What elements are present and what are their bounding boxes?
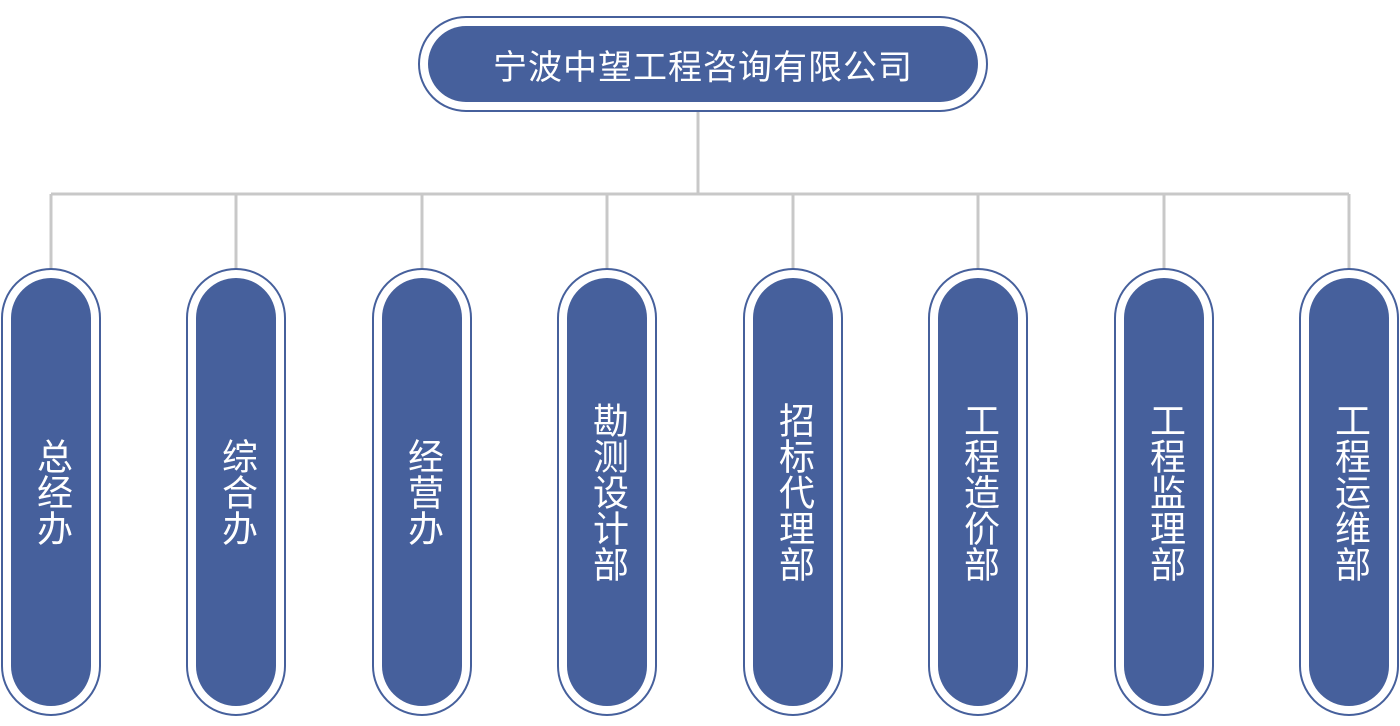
department-label: 勘测设计部 (587, 402, 628, 582)
department-node-body: 总经办 (11, 278, 91, 706)
department-label: 工程监理部 (1144, 402, 1185, 582)
department-label: 总经办 (31, 438, 72, 546)
department-node-3: 经营办 (372, 268, 472, 716)
department-node-body: 招标代理部 (753, 278, 833, 706)
department-node-6: 工程造价部 (928, 268, 1028, 716)
root-node-label: 宁波中望工程咨询有限公司 (493, 47, 913, 88)
root-node-body: 宁波中望工程咨询有限公司 (428, 26, 978, 102)
department-node-body: 工程监理部 (1124, 278, 1204, 706)
department-node-body: 工程运维部 (1309, 278, 1389, 706)
department-label: 经营办 (402, 438, 443, 546)
department-node-body: 综合办 (196, 278, 276, 706)
department-label: 工程造价部 (958, 402, 999, 582)
department-node-body: 勘测设计部 (567, 278, 647, 706)
department-node-8: 工程运维部 (1299, 268, 1399, 716)
department-node-body: 工程造价部 (938, 278, 1018, 706)
department-node-7: 工程监理部 (1114, 268, 1214, 716)
department-node-1: 总经办 (1, 268, 101, 716)
department-label: 招标代理部 (773, 402, 814, 582)
department-label: 工程运维部 (1329, 402, 1370, 582)
department-node-body: 经营办 (382, 278, 462, 706)
department-node-5: 招标代理部 (743, 268, 843, 716)
root-node: 宁波中望工程咨询有限公司 (418, 16, 988, 112)
department-node-4: 勘测设计部 (557, 268, 657, 716)
department-label: 综合办 (216, 438, 257, 546)
department-node-2: 综合办 (186, 268, 286, 716)
